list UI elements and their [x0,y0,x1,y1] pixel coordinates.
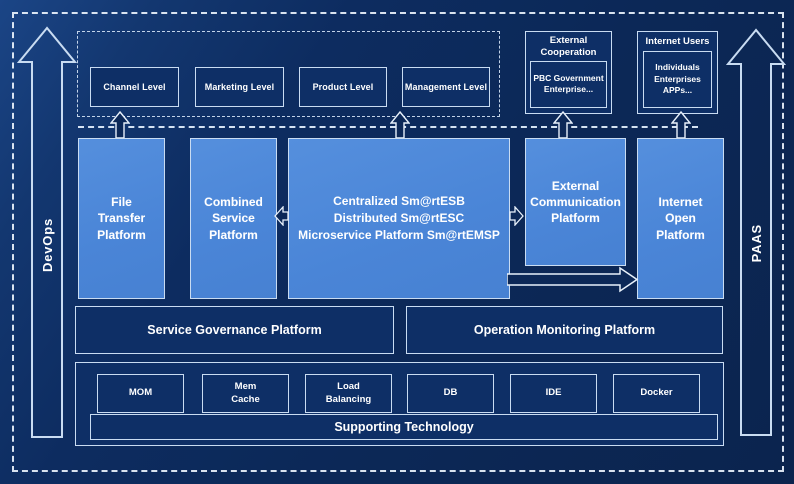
devops-label: DevOps [39,218,55,272]
paas-label: PAAS [748,223,764,263]
devops-up-arrow-icon [16,26,78,438]
supporting-technology-label: Supporting Technology [334,420,474,434]
level-box-channel: Channel Level [90,67,179,107]
level-box-marketing: Marketing Level [195,67,284,107]
paas-up-arrow-icon [726,28,786,436]
external-communication-platform-label: External Communication Platform [530,178,621,226]
external-cooperation-title: External Cooperation [540,35,597,58]
combined-service-platform-box: Combined Service Platform [190,138,277,299]
left-arrow-icon [274,206,289,226]
tech-box-mom: MOM [97,374,184,413]
combined-service-platform-label: Combined Service Platform [204,195,263,242]
internet-users-members-box: Individuals Enterprises APPs... [643,50,712,108]
consumer-levels-dashed-group [77,31,500,117]
devops-rail-label-wrap: DevOps [32,175,62,315]
service-governance-platform-box: Service Governance Platform [75,306,394,354]
long-right-arrow-icon [507,266,639,293]
outer-dashed-frame [12,12,784,472]
tech-box-mem-cache: Mem Cache [202,374,289,413]
external-communication-platform-box: External Communication Platform [525,138,626,266]
tech-load-balancing-label: Load Balancing [325,381,372,405]
tech-box-docker: Docker [613,374,700,413]
external-cooperation-box: External Cooperation PBC Government Ente… [525,31,612,114]
internet-open-platform-box: Internet Open Platform [637,138,724,299]
tech-mem-cache-label: Mem Cache [231,381,260,405]
file-transfer-platform-label: File Transfer Platform [97,195,146,242]
level-channel-label: Channel Level [103,82,166,92]
tech-docker-label: Docker [640,387,673,399]
level-management-label: Management Level [404,82,488,92]
level-product-label: Product Level [312,82,374,92]
central-esb-platform-label: Centralized Sm@rtESB Distributed Sm@rtES… [298,194,500,242]
service-governance-platform-label: Service Governance Platform [147,323,322,337]
tech-box-ide: IDE [510,374,597,413]
internet-users-title: Internet Users [645,36,710,47]
tech-box-load-balancing: Load Balancing [305,374,392,413]
paas-rail-label-wrap: PAAS [741,178,771,308]
level-box-product: Product Level [299,67,387,107]
tech-db-label: DB [443,387,458,399]
internet-open-platform-label: Internet Open Platform [656,195,705,242]
up-arrow-icon [110,111,130,139]
up-arrow-icon [553,111,573,139]
tech-box-db: DB [407,374,494,413]
file-transfer-platform-box: File Transfer Platform [78,138,165,299]
tier-dashed-separator [78,126,698,128]
internet-users-box: Internet Users Individuals Enterprises A… [637,31,718,114]
operation-monitoring-platform-box: Operation Monitoring Platform [406,306,723,354]
up-arrow-icon [390,111,410,139]
supporting-technology-bar: Supporting Technology [90,414,718,440]
right-arrow-icon [509,206,524,226]
tech-ide-label: IDE [545,387,562,399]
level-marketing-label: Marketing Level [204,82,275,92]
tech-mom-label: MOM [128,387,153,399]
up-arrow-icon [671,111,691,139]
operation-monitoring-platform-label: Operation Monitoring Platform [473,323,656,337]
central-esb-platform-box: Centralized Sm@rtESB Distributed Sm@rtES… [288,138,510,299]
external-cooperation-members-box: PBC Government Enterprise... [530,60,607,108]
level-box-management: Management Level [402,67,490,107]
